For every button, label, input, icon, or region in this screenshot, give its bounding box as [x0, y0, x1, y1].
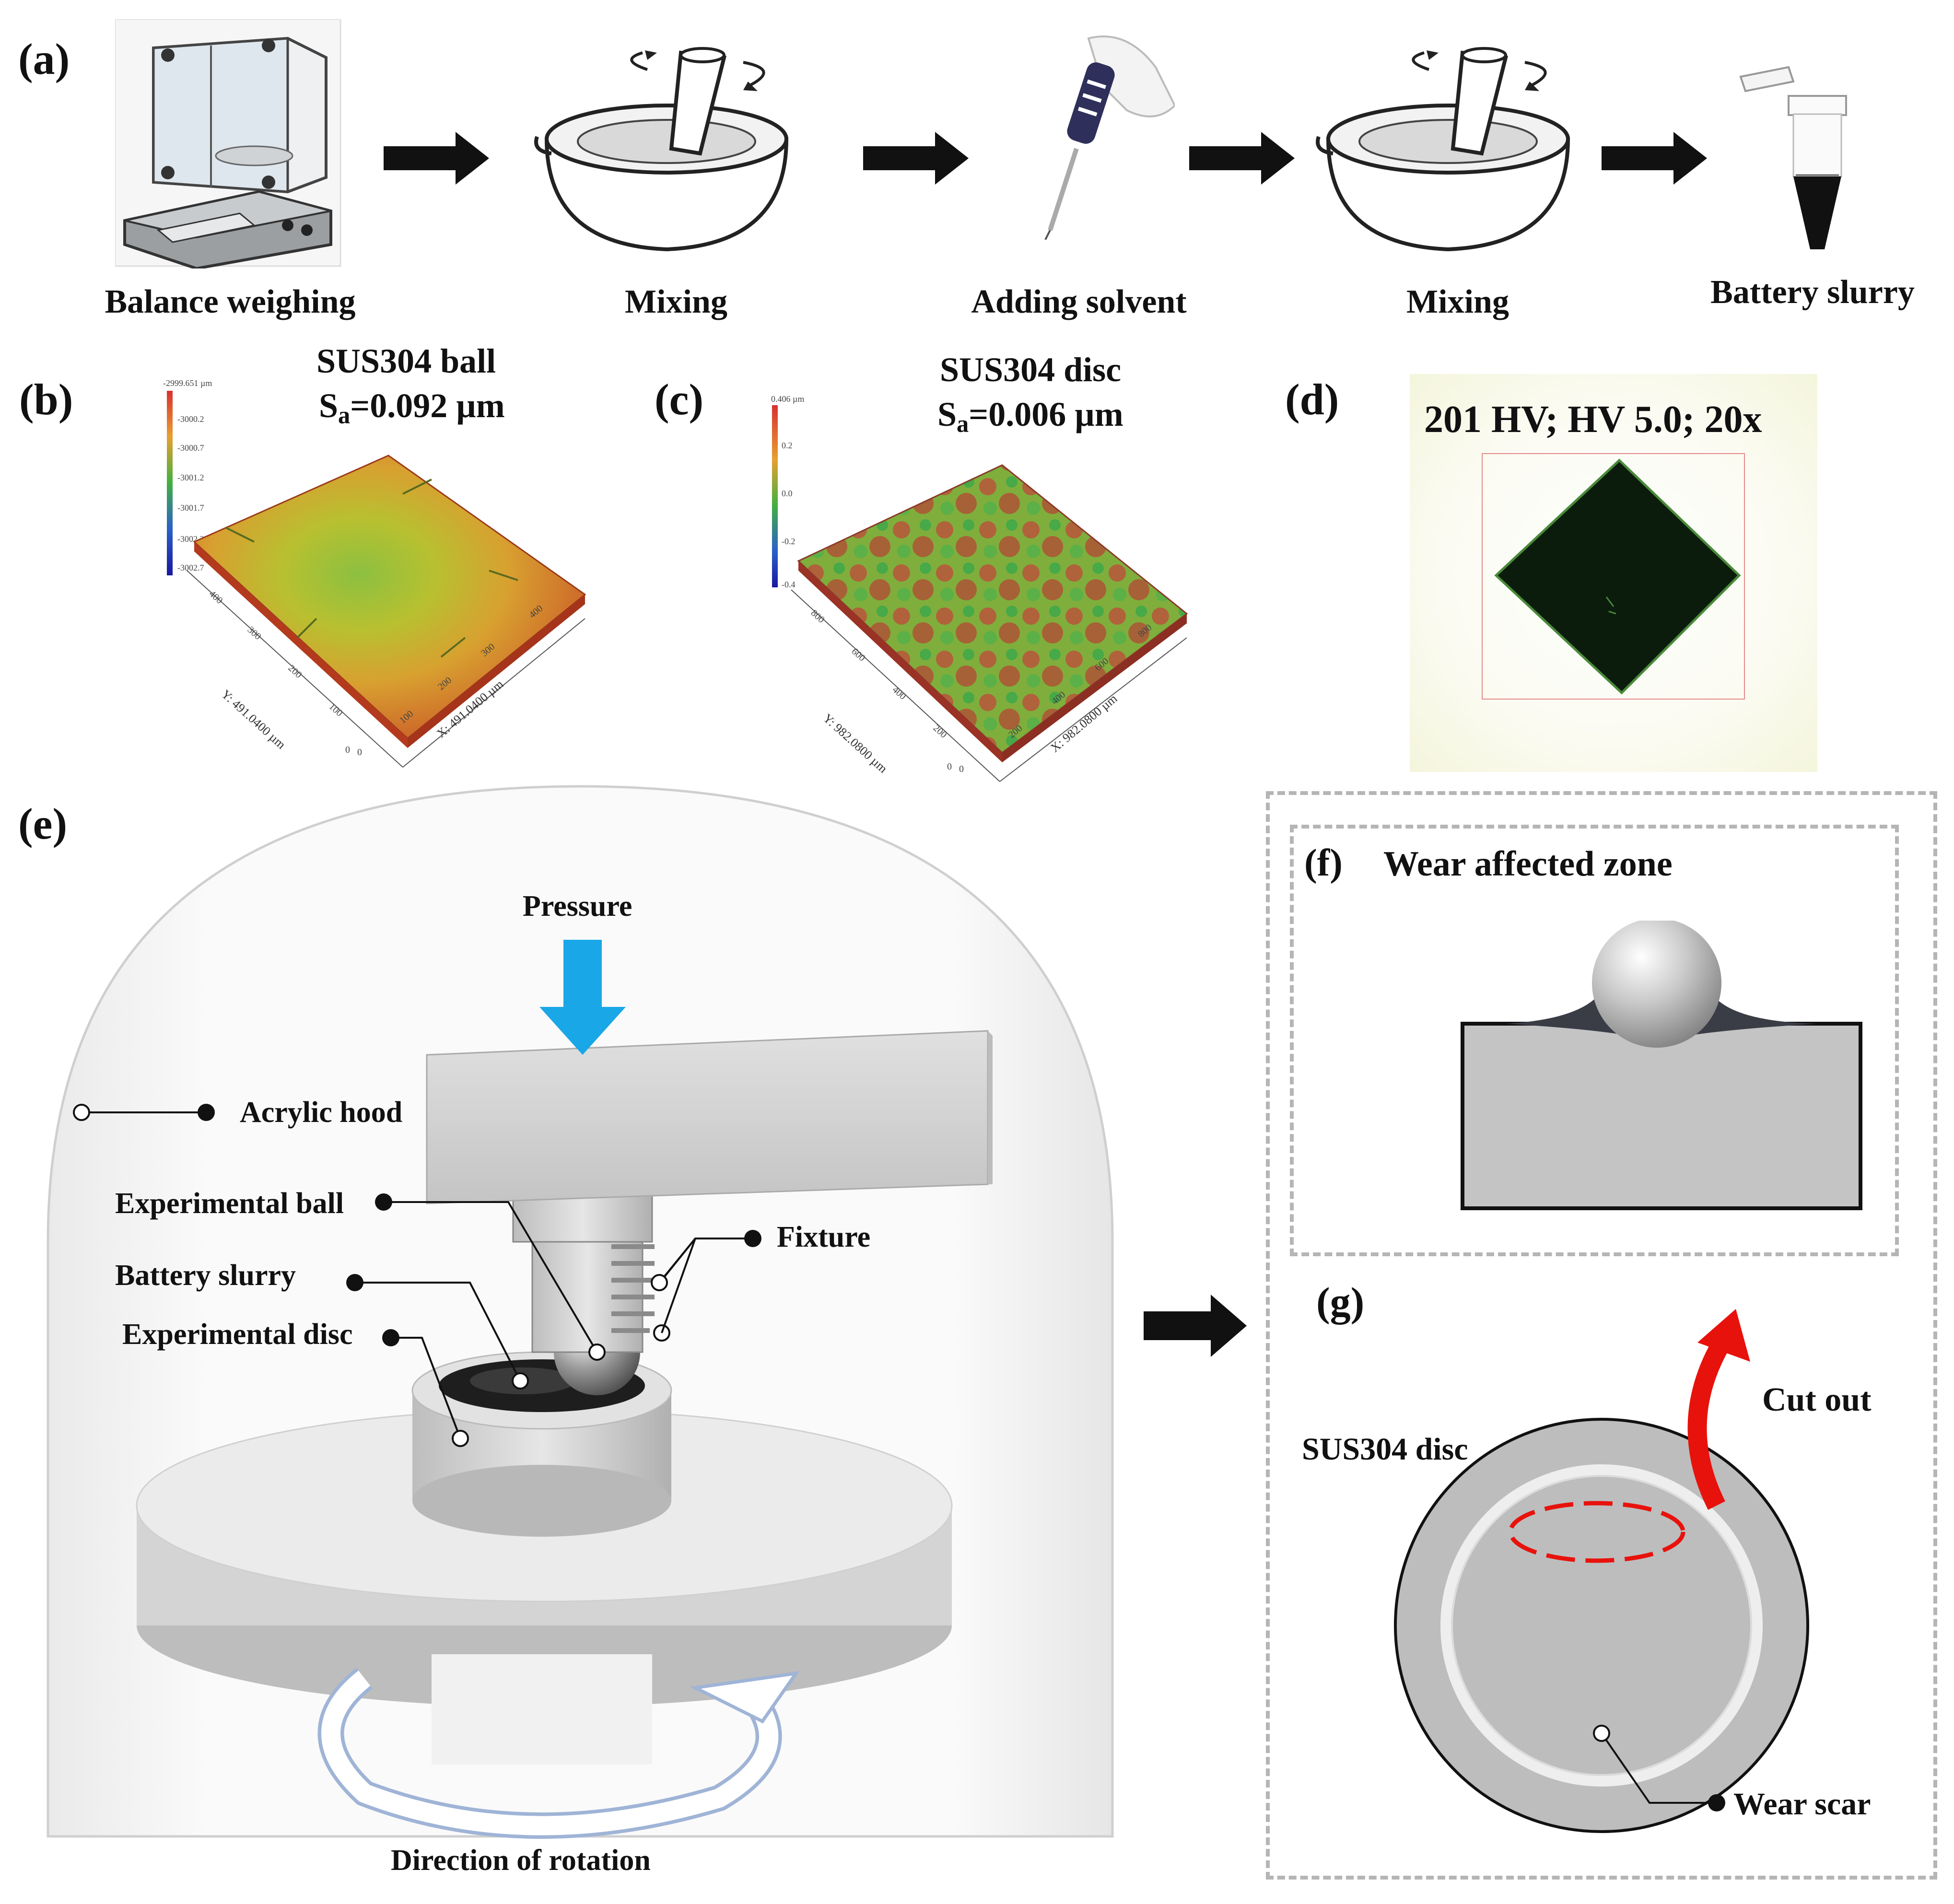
- pipette-illustration: [1044, 35, 1175, 240]
- panel-c-y-tick: 800: [809, 607, 827, 625]
- step-label-balance-weighing: Balance weighing: [105, 283, 356, 320]
- flow-arrow-e-to-fg: [1144, 1295, 1247, 1357]
- experimental-ball-label: Experimental ball: [115, 1187, 344, 1220]
- ball-section: [1592, 921, 1721, 1048]
- panel-a-letter: (a): [18, 35, 70, 83]
- flow-arrow-2: [863, 132, 969, 185]
- disc-section: [1461, 1022, 1862, 1210]
- panel-b-scale-tick: -3000.7: [177, 443, 204, 453]
- step-label-battery-slurry: Battery slurry: [1710, 274, 1915, 311]
- battery-slurry-label: Battery slurry: [115, 1259, 296, 1292]
- panel-c-scale-tick: 0.0: [782, 489, 793, 498]
- panel-c-title: SUS304 disc: [940, 350, 1122, 389]
- flow-arrow-1: [384, 132, 489, 185]
- panel-c-letter: (c): [655, 375, 704, 424]
- panel-b-scale-tick: -2999.651 µm: [163, 378, 212, 388]
- panel-f-letter: (f): [1304, 842, 1343, 884]
- rotation-arrowhead: [690, 1671, 800, 1724]
- panel-c-roughness: Sa=0.006 µm: [937, 395, 1123, 437]
- panel-b-y-tick: 0: [345, 745, 350, 755]
- panel-b-y-tick: 300: [246, 624, 263, 642]
- panel-b-y-tick: 100: [327, 701, 345, 718]
- panel-c-scale-tick: -0.4: [782, 580, 796, 589]
- panel-b-color-scale: [167, 391, 173, 575]
- acrylic-hood-label: Acrylic hood: [240, 1096, 403, 1129]
- panel-e-letter: (e): [18, 799, 68, 848]
- panel-d-caption: 201 HV; HV 5.0; 20x: [1424, 398, 1762, 441]
- flow-arrow-4: [1602, 132, 1707, 185]
- step-label-adding-solvent: Adding solvent: [971, 283, 1187, 320]
- panel-c-scale-tick: 0.406 µm: [771, 394, 804, 404]
- rotation-direction-label: Direction of rotation: [391, 1844, 651, 1877]
- panel-b-scale-tick: -3002.7: [177, 563, 204, 572]
- panel-b-roughness: Sa=0.092 µm: [319, 386, 505, 429]
- wear-scar-label: Wear scar: [1733, 1787, 1871, 1822]
- panel-e-apparatus: [47, 785, 1114, 1839]
- panel-g-disc-top-view: [1394, 1309, 1809, 1833]
- panel-c-surface-map: 0.406 µm 0.2 0.0 -0.2 -0.4 Y: 982.0800 µ…: [771, 394, 1188, 782]
- panel-b-scale-tick: -3000.2: [177, 414, 204, 424]
- panel-c-y-tick: 0: [947, 761, 952, 772]
- panel-c-surface: [797, 464, 1188, 754]
- panel-b-surface-map: -2999.651 µm -3000.2 -3000.7 -3001.2 -30…: [163, 378, 586, 768]
- panel-f-title: Wear affected zone: [1383, 844, 1673, 884]
- pressure-label: Pressure: [523, 890, 632, 923]
- panel-fg-frame: [1266, 791, 1937, 1880]
- panel-c-scale-tick: -0.2: [782, 537, 796, 546]
- panel-f-frame: [1290, 825, 1899, 1256]
- pressure-arrow: [539, 940, 626, 1055]
- vickers-indent: [1494, 458, 1741, 695]
- panel-c-x-tick: 0: [959, 764, 964, 774]
- panel-c-y-tick: 200: [931, 723, 949, 740]
- panel-g-letter: (g): [1316, 1279, 1365, 1325]
- step-label-mixing-2: Mixing: [1406, 283, 1509, 320]
- panel-b-scale-tick: -3001.7: [177, 503, 204, 513]
- panel-c-color-scale: [772, 405, 778, 587]
- panel-b-y-tick: 200: [286, 663, 304, 680]
- panel-f-cross-section: [1461, 921, 1862, 1210]
- sus304-disc-shape: [1394, 1418, 1809, 1833]
- indent-bounding-box: [1482, 453, 1745, 700]
- panel-b-scale-tick: -3001.2: [177, 473, 204, 482]
- panel-c-y-tick: 600: [850, 646, 867, 663]
- wear-affected-zone: [1506, 983, 1817, 1038]
- cut-out-arrow: [1687, 1330, 1734, 1510]
- panel-c-y-tick: 400: [890, 684, 908, 701]
- mortar-pestle-2-illustration: [1316, 47, 1570, 252]
- balance-illustration: [115, 19, 341, 269]
- panel-c-scale-tick: 0.2: [782, 441, 793, 450]
- panel-b-y-axis-label: Y: 491.0400 µm: [219, 687, 288, 752]
- mortar-pestle-1-illustration: [534, 47, 789, 252]
- fixture-label: Fixture: [777, 1221, 871, 1253]
- cut-out-region: [1508, 1501, 1685, 1563]
- flow-arrow-3: [1189, 132, 1295, 185]
- wear-track: [1440, 1464, 1763, 1787]
- panel-b-letter: (b): [19, 375, 73, 424]
- panel-d-micrograph: 201 HV; HV 5.0; 20x: [1410, 374, 1817, 772]
- cut-out-label: Cut out: [1762, 1381, 1872, 1418]
- panel-b-x-tick: 0: [357, 747, 362, 758]
- panel-b-title: SUS304 ball: [316, 342, 496, 380]
- step-label-mixing-1: Mixing: [625, 283, 727, 320]
- panel-g-disc-label: SUS304 disc: [1302, 1432, 1468, 1467]
- slurry-vial-illustration: [1739, 66, 1847, 249]
- experimental-disc-label: Experimental disc: [122, 1318, 353, 1351]
- panel-d-letter: (d): [1285, 375, 1339, 424]
